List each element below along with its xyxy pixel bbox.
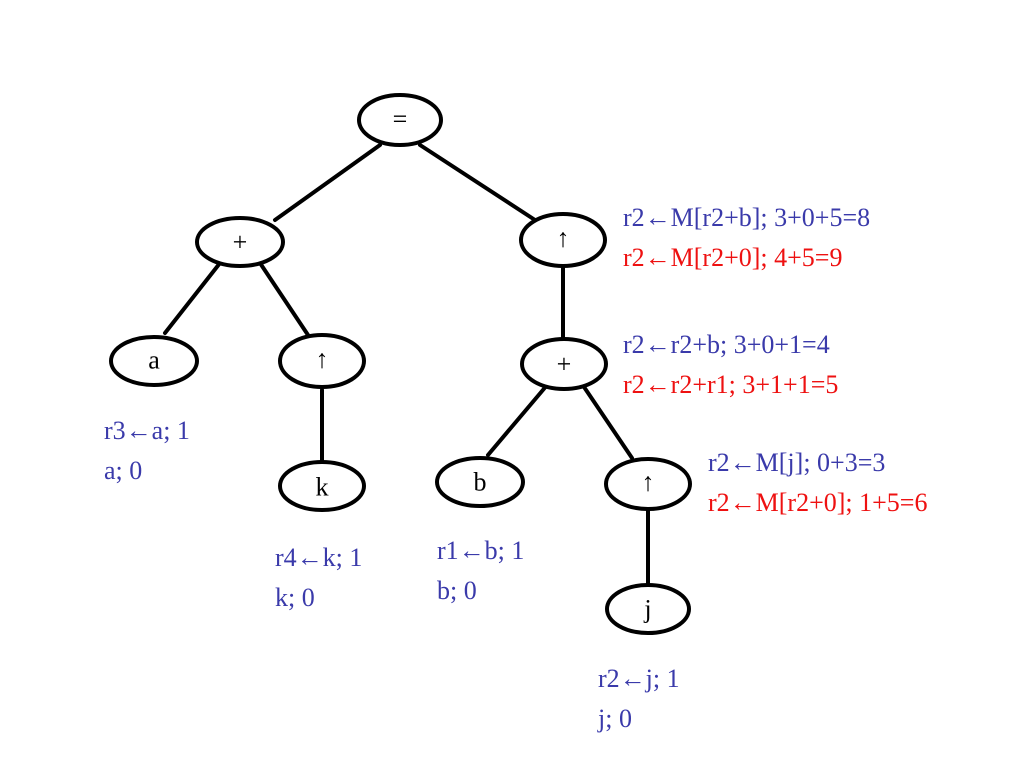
tree-node-a: a <box>109 335 199 387</box>
tree-node-j: j <box>605 583 691 635</box>
tree-edges <box>163 143 650 587</box>
tree-node-deref-k: ↑ <box>278 333 366 389</box>
node-label: ↑ <box>642 468 655 497</box>
annotation-alternative: k; 0 <box>275 583 315 612</box>
annotation-alternative: b; 0 <box>437 576 477 605</box>
annotation-alternative: r2←M[r2+0]; 1+5=6 <box>708 488 927 517</box>
annotation-primary: r2←M[j]; 0+3=3 <box>708 448 885 477</box>
tree-node-k: k <box>278 460 366 512</box>
annotation-primary: r1←b; 1 <box>437 536 524 565</box>
annotation-plus-inner: r2←r2+b; 3+0+1=4 r2←r2+r1; 3+1+1=5 <box>623 330 838 399</box>
edge-root-plus-left <box>273 143 382 222</box>
tree-node-deref-right: ↑ <box>519 212 607 268</box>
edge-plus-left-deref-k <box>258 261 310 337</box>
node-label: j <box>643 595 651 624</box>
annotation-primary: r2←j; 1 <box>598 664 680 693</box>
annotation-alternative: r2←r2+r1; 3+1+1=5 <box>623 370 838 399</box>
edge-plus-inner-deref-j <box>580 382 634 460</box>
annotation-primary: r2←r2+b; 3+0+1=4 <box>623 330 830 359</box>
annotation-deref-right: r2←M[r2+b]; 3+0+5=8 r2←M[r2+0]; 4+5=9 <box>623 203 870 272</box>
annotation-deref-j: r2←M[j]; 0+3=3 r2←M[r2+0]; 1+5=6 <box>708 448 927 517</box>
tree-node-b: b <box>435 456 525 508</box>
node-label: = <box>393 105 408 134</box>
node-label: b <box>474 468 487 497</box>
annotation-leaf-a: r3←a; 1 a; 0 <box>104 416 190 485</box>
node-label: + <box>557 350 572 379</box>
annotation-alternative: r2←M[r2+0]; 4+5=9 <box>623 243 842 272</box>
tree-node-plus-inner: + <box>520 337 608 391</box>
annotation-primary: r3←a; 1 <box>104 416 190 445</box>
node-label: a <box>148 346 160 375</box>
edge-plus-left-a <box>163 261 222 335</box>
annotation-leaf-j: r2←j; 1 j; 0 <box>597 664 680 733</box>
node-label: + <box>233 228 248 257</box>
annotation-leaf-b: r1←b; 1 b; 0 <box>437 536 524 605</box>
node-label: ↑ <box>557 224 570 253</box>
node-label: k <box>316 473 329 502</box>
annotation-primary: r4←k; 1 <box>275 543 362 572</box>
tree-node-deref-j: ↑ <box>604 457 692 511</box>
annotation-primary: r2←M[r2+b]; 3+0+5=8 <box>623 203 870 232</box>
annotation-leaf-k: r4←k; 1 k; 0 <box>275 543 362 612</box>
edge-root-deref-right <box>418 143 537 222</box>
tree-node-plus-left: + <box>195 216 285 268</box>
node-label: ↑ <box>316 345 329 374</box>
tree-node-root: = <box>357 93 443 147</box>
edge-plus-inner-b <box>486 382 550 457</box>
annotation-alternative: a; 0 <box>104 456 142 485</box>
annotation-alternative: j; 0 <box>597 704 632 733</box>
